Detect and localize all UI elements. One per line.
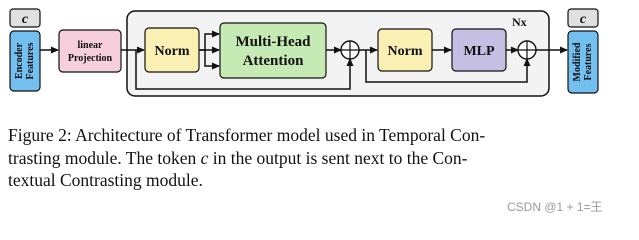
multi-head-attention-box <box>219 22 327 79</box>
add-node-2 <box>517 40 537 60</box>
transformer-architecture-diagram: Nx c Encoder Features linear Projection … <box>9 8 599 97</box>
modified-features-box <box>567 30 599 94</box>
mlp-label: MLP <box>463 44 495 59</box>
encoder-features-box <box>9 30 41 92</box>
caption-token-variable: c <box>200 147 209 168</box>
input-token-label: c <box>22 12 29 27</box>
modified-features-label-2: Features <box>583 43 594 80</box>
modified-features-label-1: Modified <box>572 42 583 81</box>
arrow-norm-to-attention-bottom <box>204 50 220 70</box>
encoder-features-label-1: Encoder <box>14 42 25 79</box>
caption-line-1: Figure 2: Architecture of Transformer mo… <box>8 125 486 145</box>
figure-caption: Figure 2: Architecture of Transformer mo… <box>8 124 632 192</box>
input-token-box <box>9 8 41 28</box>
caption-line-2: trasting module. The token c in the outp… <box>8 147 632 170</box>
attention-label-2: Attention <box>243 53 304 69</box>
output-token-label: c <box>580 12 587 27</box>
add-node-1 <box>340 40 360 60</box>
residual-connection-1 <box>135 50 354 90</box>
residual-connection-2 <box>365 50 531 83</box>
encoder-features-label-2: Features <box>25 42 36 79</box>
output-token-box <box>567 8 599 28</box>
repeat-label: Nx <box>512 15 527 29</box>
watermark: CSDN @1 + 1=王 <box>507 200 603 214</box>
projection-label-1: linear <box>78 40 104 51</box>
caption-line-2-a: trasting module. The token <box>8 147 201 168</box>
caption-line-2-b: in the output is sent next to the Con- <box>208 147 468 168</box>
linear-projection-box <box>58 29 122 73</box>
norm2-label: Norm <box>388 44 423 59</box>
caption-line-3: textual Contrasting module. <box>8 170 203 190</box>
norm1-label: Norm <box>155 44 190 59</box>
attention-label-1: Multi-Head <box>236 34 312 50</box>
projection-label-2: Projection <box>68 53 113 64</box>
